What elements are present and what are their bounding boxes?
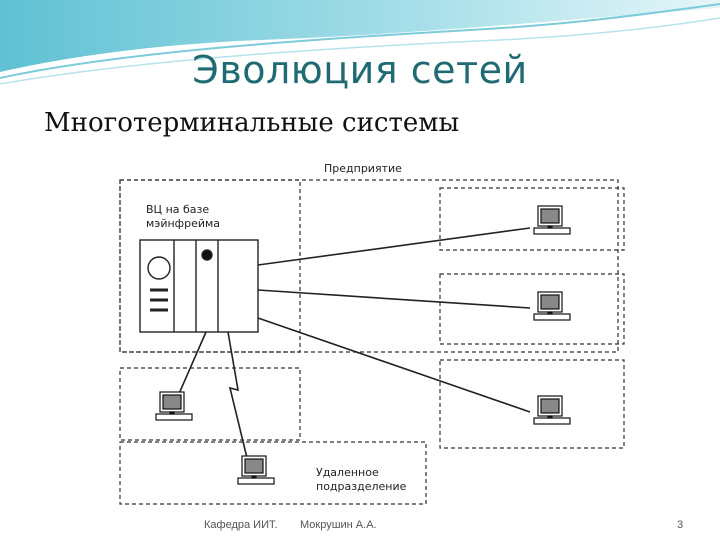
terminal-zone-2 (439, 273, 625, 345)
network-diagram: Предприятие ВЦ на базе мэйнфрейма Удален… (78, 150, 662, 506)
link-remote-terminal (227, 331, 249, 463)
remote-local-zone (119, 367, 301, 441)
link-terminal-3 (257, 317, 531, 413)
slide-title: Эволюция сетей (192, 48, 528, 92)
link-terminal-2 (257, 289, 531, 309)
mainframe-label-line1: ВЦ на базе (146, 203, 210, 216)
terminal-icon (533, 205, 571, 235)
terminal-zone-1 (439, 187, 625, 251)
mainframe-label-line2: мэйнфрейма (146, 217, 221, 230)
link-terminal-1 (257, 227, 531, 266)
mainframe (139, 239, 259, 333)
footer-department: Кафедра ИИТ. (204, 519, 278, 531)
page-number: 3 (677, 519, 684, 531)
terminal-icon (237, 455, 275, 485)
terminal-icon (155, 391, 193, 421)
header-swoosh (0, 0, 720, 85)
remote-label-line2: подразделение (316, 480, 407, 493)
remote-division-boundary (119, 441, 427, 505)
slide-subtitle: Многотерминальные системы (44, 108, 460, 138)
remote-label-line1: Удаленное (316, 466, 379, 479)
terminal-zone-3 (439, 359, 625, 449)
enterprise-label: Предприятие (324, 162, 402, 175)
terminal-icon (533, 395, 571, 425)
footer-author: Мокрушин А.А. (300, 519, 377, 531)
mainframe-zone (119, 179, 301, 353)
terminal-icon (533, 291, 571, 321)
link-local-terminal (177, 331, 207, 397)
